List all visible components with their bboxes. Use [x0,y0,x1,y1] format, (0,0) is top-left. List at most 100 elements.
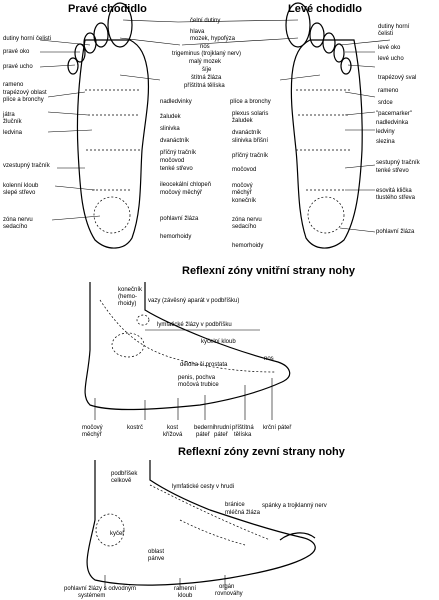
label-srdce: srdce [378,100,393,106]
label-hrudni: hrudní [214,425,232,431]
inner-foot-outline [84,282,291,411]
label-lymfaticke-zlazy-podbrisku: lymfatické žlázy v podbříšku [157,322,232,328]
label-trigeminus: trigeminus (trojklaný nerv) [172,51,242,57]
label-rovnovahy: rovnováhy [215,591,243,597]
label-mocovy-mechyr-center: močový měchýř [160,190,203,196]
label-krizova: křížová [163,432,183,438]
label-celni-dutiny: čelní dutiny [190,18,221,24]
label-kolenni-kloub: kolenní kloub [3,183,39,189]
label-konecnik-inner: konečník [118,287,143,293]
label-leve-ucho: levé ucho [378,56,404,62]
label-kycel: kyčel [110,531,124,537]
label-plice-bronchy-right: plíce a bronchy [3,97,44,103]
label-deloha-prostata: děloha či prostata [180,362,228,368]
label-sestupny-tracnik: sestupný tračník [376,160,420,166]
label-kycelni-kloub: kyčelní kloub [201,339,236,345]
label-vazy: vazy (závěsný aparát v podbříšku) [148,298,240,304]
label-kost: kost [167,425,179,431]
label-pohlavni-zlaza-left: pohlavní žláza [376,229,415,235]
label-plice-bronchy-left: plíce a bronchy [230,99,271,105]
outer-foot-outline [86,460,316,586]
label-slezina: slezina [376,139,395,145]
label-mozek-hypofyza: mozek, hypofýza [190,36,236,42]
label-slepe-strevo: slepé střevo [3,190,36,196]
label-tlusteho-streva: tlustého střeva [376,195,416,201]
label-mocovy-left: močový [232,183,253,189]
label-celkove: celkově [111,478,132,484]
label-mlecna-zlaza: mléčná žláza [225,510,261,516]
label-oblast: oblast [148,549,165,555]
label-ramenni: ramenní [174,586,197,592]
label-pricny-tracnik-center: příčný tračník [160,150,197,156]
label-rhoidy-inner: rhoidy) [118,301,137,307]
label-mocovod-center: močovod [160,158,185,164]
label-nos-inner: nos [264,356,274,362]
label-branice: bránice [225,502,245,508]
label-hlava: hlava [190,29,205,35]
label-dvanactnik-center: dvanáctník [160,138,190,144]
label-tenke-strevo-left: tenké střevo [376,168,409,174]
label-maly-mozek: malý mozek [189,59,222,65]
label-prave-oko: pravé oko [3,49,30,55]
label-mechyr-left: měchýř [232,190,252,196]
label-mocova-trubice: močová trubice [178,382,219,388]
right-sole-outline [67,2,150,249]
label-pristitna-inner: příštítná [232,425,254,431]
label-esovita-klicka: esovitá klička [376,188,412,194]
label-konecnik-left: konečník [232,198,257,204]
label-zona-nervu-right: zóna nervu [3,217,33,223]
label-zlucnik: žlučník [3,119,22,125]
label-vzestupny-tracnik: vzestupný tračník [3,163,50,169]
label-podbrisek: podbříšek [111,471,138,477]
label-sije: šíje [202,67,212,73]
label-organ: orgán [219,584,235,590]
label-slinivka: slinivka [160,126,180,132]
label-nadledvinky: nadledvinky [160,99,192,105]
label-prave-ucho: pravé ucho [3,64,33,70]
label-trapezovy-sval: trapézový sval [378,75,417,81]
label-pacemarker: "pacemarker" [376,111,412,117]
label-slinivka-bristni: slinivka břišní [232,138,269,144]
label-mechyr-inner: měchýř [82,432,102,438]
label-dutiny-horni-celisti-right: dutiny horní čelisti [3,36,52,42]
label-dutiny-horni-left: dutiny horní [378,24,410,30]
title-right-sole: Pravé chodidlo [68,3,147,15]
label-ileocekalni-chlopen: ileocekální chlopeň [160,182,212,188]
label-sedaciho-left: sedacího [232,224,257,230]
label-systemem: systémem [78,593,106,599]
label-panve: pánve [148,556,165,562]
label-zaludek-center: žaludek [160,114,181,120]
label-zaludek-left: žaludek [232,118,253,124]
label-lymfaticke-cesty: lymfatické cesty v hrudi [172,484,235,490]
label-teliska-inner: tělíska [234,432,252,438]
title-outer-side: Reflexní zóny zevní strany nohy [178,446,345,458]
label-pristitna-teliska-center: příštítná tělíska [184,83,225,89]
label-sedaciho-right: sedacího [3,224,28,230]
label-jatra: játra [3,112,15,118]
label-mocovod-left: močovod [232,167,257,173]
label-zona-nervu-left: zóna nervu [232,217,262,223]
label-pater-hrudni: páteř [214,432,228,438]
label-stitna-zlaza: štítná žláza [191,75,222,81]
label-spanky-trojklanny: spánky a trojklanný nerv [262,503,327,509]
label-nadledvinka: nadledvinka [376,120,409,126]
label-ledviny: ledviny [376,129,395,135]
label-celisti-left: čelisti [378,31,394,37]
label-plexus-solaris: plexus solaris [232,111,269,117]
label-rameno-right: rameno [3,82,24,88]
label-tenke-strevo-center: tenké střevo [160,166,193,172]
title-left-sole: Levé chodidlo [288,3,362,15]
label-penis-pochva: penis, pochva [178,375,216,381]
label-pohlavni-zlaza-center: pohlavní žláza [160,216,199,222]
label-mocovy-inner: močový [82,425,103,431]
label-bederni: bederní [194,425,215,431]
label-hemorhoidy-center: hemorhoidy [160,234,192,240]
label-trapezovy-oblast: trapézový oblast [3,90,47,96]
left-sole-outline [285,2,363,249]
label-pohlavni-zlazy-odvodnym: pohlavní žlázy s odvodným [64,586,137,592]
label-ledvina: ledvina [3,130,23,136]
label-kostrc: kostrč [127,425,144,431]
label-leve-oko: levé oko [378,45,401,51]
label-rameno-left: rameno [378,88,399,94]
